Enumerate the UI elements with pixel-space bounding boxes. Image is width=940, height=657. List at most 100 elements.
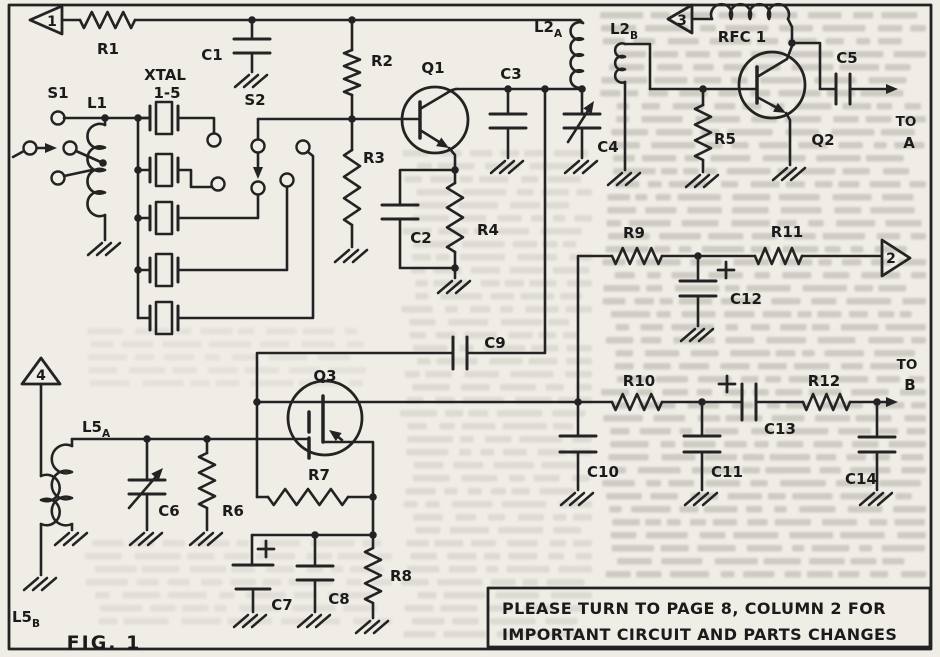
ground-symbol [40,576,58,592]
switch-contact [206,132,222,148]
ground-symbol [683,491,701,507]
label-l2a: L2A [534,18,563,40]
wire [447,146,457,172]
switch-contact [50,110,66,126]
ground-symbol [606,171,624,187]
marker-3-number: 3 [677,13,687,29]
label-q2: Q2 [811,131,834,149]
switch-contact [210,176,226,192]
resistor-symbol [801,392,852,412]
switch-contact [250,180,266,196]
ground-symbol [771,166,789,182]
label-r10: R10 [623,372,655,390]
ground-symbol [615,171,633,187]
switch-contact [22,140,38,156]
ground-symbol [692,491,710,507]
wire [418,87,458,111]
coil-symbol [50,443,74,527]
label-r7: R7 [308,466,330,484]
ground-symbol [684,173,702,189]
label-to-a-prefix: TO [896,114,917,130]
ground-symbol [445,279,463,295]
arrowhead [583,101,594,114]
wire [398,217,457,270]
ground-symbol [232,613,250,629]
wire [74,149,105,165]
resistor-symbol [445,181,465,254]
ground-symbol [697,327,715,343]
crystal-symbol [154,252,174,288]
label-c12: C12 [730,290,762,308]
figure-border [7,3,933,651]
ground-symbol [233,73,251,89]
crystal-symbol [154,300,174,336]
circuit-artwork [7,2,933,651]
ground-symbol [702,173,720,189]
ground-symbol [789,166,807,182]
ground-symbol [342,248,360,264]
component-labels: 1 R1 S1 L1 XTAL 1-5 C1 S2 R2 R3 Q1 C2 R4… [12,13,917,654]
ground-symbol [62,531,80,547]
marker-triangle [880,238,912,278]
label-to-b: B [904,376,915,394]
ground-symbol [363,619,381,635]
wire [623,42,652,91]
switch-contact [250,138,266,154]
ground-symbol [314,613,332,629]
ground-symbol [858,491,876,507]
ground-symbol [333,248,351,264]
arrowhead [253,167,263,179]
wire [790,41,838,91]
resistor-symbol [78,10,137,30]
ground-symbol [241,613,259,629]
ground-symbol [624,171,642,187]
marker-4-number: 4 [36,368,46,384]
label-r11: R11 [771,223,803,241]
wire [786,17,794,45]
label-r9: R9 [623,224,645,242]
ground-symbol [498,159,516,175]
arrowhead [886,397,898,407]
wire [176,168,213,189]
ground-symbol [867,491,885,507]
wire [176,150,315,320]
arrowhead [329,430,342,442]
marker-2-number: 2 [886,251,896,267]
arrowhead [886,84,898,94]
wire [576,254,614,404]
ground-symbol [507,159,525,175]
label-r6: R6 [222,502,244,520]
transistor-body [737,50,807,120]
label-xtal-title: XTAL [144,66,186,84]
switch-contact [295,139,311,155]
ground-symbol [489,159,507,175]
label-r12: R12 [808,372,840,390]
coil-symbol [569,20,585,90]
ground-symbol [577,491,595,507]
label-c9: C9 [484,334,505,352]
ground-symbol [701,491,719,507]
label-r1: R1 [97,40,119,58]
label-r4: R4 [477,221,499,239]
ground-symbol [454,279,472,295]
label-c7: C7 [271,596,292,614]
wire [255,351,455,404]
label-c8: C8 [328,590,349,608]
ground-symbol [95,241,113,257]
ground-symbol [372,619,390,635]
ground-symbol [71,531,89,547]
figure-caption: FIG. 1 [67,632,142,654]
ground-symbol [568,491,586,507]
switch-contact [279,172,295,188]
wire [566,104,593,144]
label-r8: R8 [390,567,412,585]
wire [177,193,260,220]
transistor-body [286,379,364,457]
note-line-1: PLEASE TURN TO PAGE 8, COLUMN 2 FOR [502,599,886,618]
label-q1: Q1 [421,59,444,77]
label-c4: C4 [597,138,618,156]
crystal-symbol [154,100,174,136]
coil-symbol [86,122,107,218]
ground-symbol [581,159,599,175]
